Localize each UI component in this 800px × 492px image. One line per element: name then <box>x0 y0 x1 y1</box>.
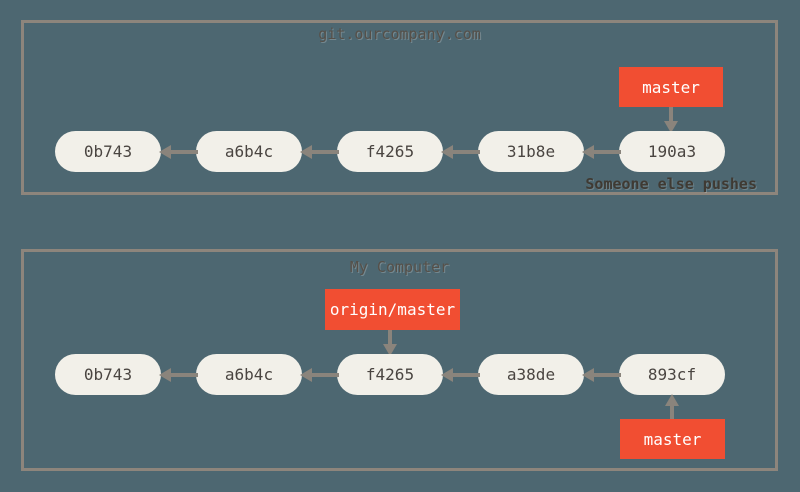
remote-server-title: git.ourcompany.com <box>318 25 481 43</box>
commit-node: 893cf <box>619 354 725 395</box>
arrow-head <box>664 121 678 133</box>
arrow-shaft <box>592 373 621 377</box>
commit-node: a6b4c <box>196 354 302 395</box>
remote-server-panel <box>21 20 778 195</box>
arrow-shaft <box>310 150 339 154</box>
arrow-left-icon <box>159 368 198 382</box>
arrow-shaft <box>169 150 198 154</box>
local-computer-title: My Computer <box>349 258 450 276</box>
arrow-head <box>159 368 171 382</box>
arrow-left-icon <box>441 145 480 159</box>
arrow-left-icon <box>300 145 339 159</box>
arrow-left-icon <box>582 145 621 159</box>
local-computer-panel <box>21 249 778 471</box>
commit-node: 190a3 <box>619 131 725 172</box>
commit-node: 0b743 <box>55 131 161 172</box>
commit-node: 0b743 <box>55 354 161 395</box>
arrow-head <box>300 368 312 382</box>
commit-node: f4265 <box>337 354 443 395</box>
origin-master-branch-label: origin/master <box>325 289 460 330</box>
arrow-down-icon <box>383 330 397 356</box>
arrow-left-icon <box>159 145 198 159</box>
arrow-head <box>300 145 312 159</box>
commit-node: 31b8e <box>478 131 584 172</box>
arrow-shaft <box>670 404 674 420</box>
push-caption: Someone else pushes <box>585 175 757 193</box>
arrow-shaft <box>388 330 392 346</box>
arrow-shaft <box>592 150 621 154</box>
arrow-left-icon <box>300 368 339 382</box>
arrow-left-icon <box>441 368 480 382</box>
arrow-head <box>159 145 171 159</box>
arrow-down-icon <box>664 107 678 133</box>
arrow-up-icon <box>665 394 679 420</box>
arrow-shaft <box>169 373 198 377</box>
commit-node: f4265 <box>337 131 443 172</box>
arrow-head <box>383 344 397 356</box>
arrow-shaft <box>451 150 480 154</box>
local-master-branch-label: master <box>620 419 725 459</box>
arrow-head <box>582 368 594 382</box>
arrow-shaft <box>310 373 339 377</box>
arrow-head <box>582 145 594 159</box>
arrow-head <box>441 145 453 159</box>
arrow-left-icon <box>582 368 621 382</box>
arrow-shaft <box>669 107 673 123</box>
commit-node: a38de <box>478 354 584 395</box>
commit-node: a6b4c <box>196 131 302 172</box>
arrow-head <box>665 394 679 406</box>
arrow-shaft <box>451 373 480 377</box>
remote-master-branch-label: master <box>619 67 723 107</box>
arrow-head <box>441 368 453 382</box>
